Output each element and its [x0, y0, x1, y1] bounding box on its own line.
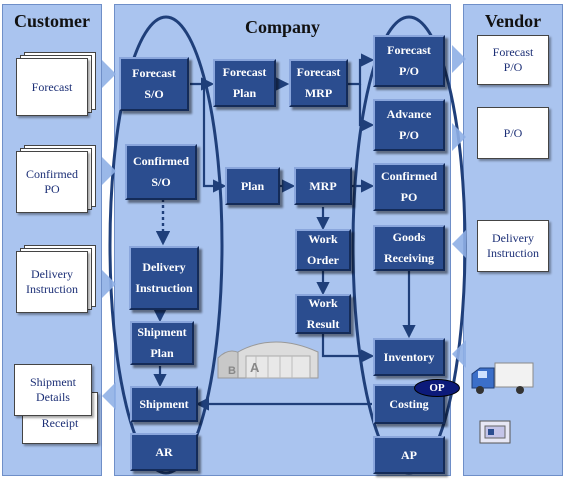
arrow-customer-delivery: [102, 270, 116, 298]
arrow-vendor-delivery: [452, 230, 466, 258]
arrow-customer-confirmed: [102, 157, 116, 185]
inventory-box[interactable]: Inventory: [373, 338, 445, 376]
flow-wr-inv: [321, 334, 375, 363]
shipment-plan-box[interactable]: Shipment Plan: [130, 321, 194, 365]
vendor-forecast-po-doc: Forecast P/O: [477, 35, 549, 85]
customer-forecast-label: Forecast: [16, 58, 88, 116]
register-icon: [479, 420, 511, 444]
costing-box[interactable]: Costing: [373, 384, 445, 424]
flow-fmrp-adv: [358, 84, 375, 132]
mrp-box[interactable]: MRP: [294, 167, 352, 205]
shipment-box[interactable]: Shipment: [130, 386, 198, 422]
flow-fmrp-fpo: [348, 53, 375, 86]
warehouse-illustration: B A: [217, 341, 319, 379]
flow-so-plan: [202, 84, 227, 193]
ap-box[interactable]: AP: [373, 436, 445, 474]
vendor-delivery-label: Delivery Instruction: [477, 220, 549, 272]
truck-icon: [471, 362, 534, 394]
customer-confirmed-po-label: Confirmed PO: [16, 151, 88, 213]
arrow-to-customer-shipment: [102, 382, 116, 410]
customer-confirmed-po-doc: Confirmed PO: [16, 145, 96, 213]
goods-receiving-box[interactable]: Goods Receiving: [373, 225, 445, 271]
forecast-mrp-box[interactable]: Forecast MRP: [289, 59, 348, 107]
work-result-box[interactable]: Work Result: [295, 294, 351, 334]
sales-ellipse: [108, 15, 224, 475]
forecast-po-box[interactable]: Forecast P/O: [373, 35, 445, 87]
delivery-instruction-box[interactable]: Delivery Instruction: [129, 246, 199, 310]
customer-forecast-doc: Forecast: [16, 52, 96, 116]
work-order-box[interactable]: Work Order: [295, 229, 351, 271]
vendor-delivery-doc: Delivery Instruction: [477, 220, 549, 272]
ar-box[interactable]: AR: [130, 433, 198, 471]
customer-shipment-label: Shipment Details: [14, 364, 92, 416]
company-title: Company: [244, 17, 320, 37]
vendor-po-doc: P/O: [477, 107, 549, 159]
vendor-po-label: P/O: [477, 107, 549, 159]
confirmed-po-box[interactable]: Confirmed PO: [373, 163, 445, 211]
customer-shipment-doc: Shipment Details: [14, 364, 92, 416]
vendor-title: Vendor: [484, 11, 542, 31]
arrow-vendor-po: [452, 123, 466, 151]
forecast-plan-box[interactable]: Forecast Plan: [213, 59, 276, 107]
forecast-so-box[interactable]: Forecast S/O: [119, 57, 189, 111]
customer-title: Customer: [14, 11, 90, 31]
arrow-vendor-forecast: [452, 45, 466, 73]
warehouse-label-b: B: [228, 365, 236, 377]
advance-po-box[interactable]: Advance P/O: [373, 99, 445, 151]
arrow-from-vendor-goods: [452, 340, 466, 368]
warehouse-label-a: A: [250, 360, 260, 375]
plan-box[interactable]: Plan: [225, 167, 280, 205]
customer-delivery-doc: Delivery Instruction: [16, 245, 96, 313]
customer-delivery-label: Delivery Instruction: [16, 251, 88, 313]
confirmed-so-box[interactable]: Confirmed S/O: [125, 144, 197, 200]
vendor-forecast-po-label: Forecast P/O: [477, 35, 549, 85]
arrow-customer-forecast: [102, 60, 116, 88]
op-badge: OP: [414, 379, 460, 397]
